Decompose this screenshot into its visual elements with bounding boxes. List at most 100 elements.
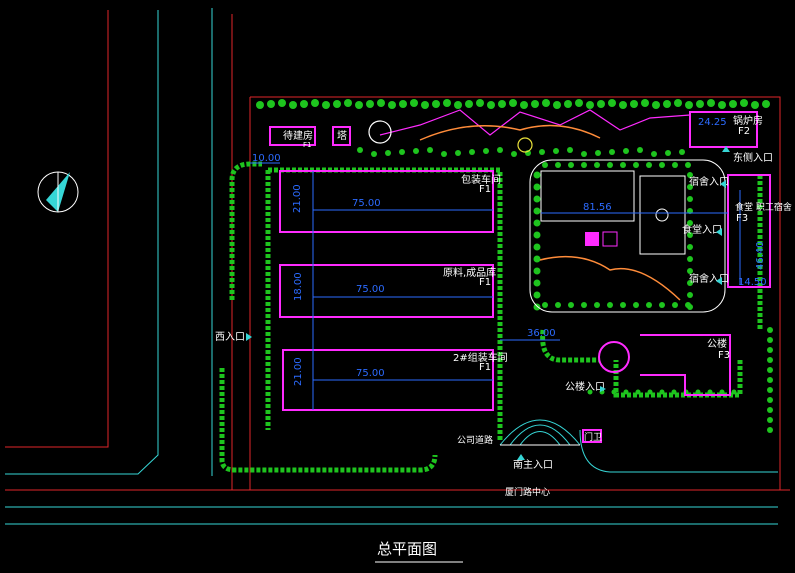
tree-icon xyxy=(427,147,433,153)
tree-icon xyxy=(498,100,506,108)
tree-icon xyxy=(377,99,385,107)
tree-icon xyxy=(533,279,541,287)
guard-room-building xyxy=(269,126,316,146)
tree-icon xyxy=(344,99,352,107)
tree-icon xyxy=(651,151,657,157)
tree-icon xyxy=(767,357,773,363)
tree-icon xyxy=(751,101,759,109)
packaging-workshop-width: 75.00 xyxy=(352,198,381,209)
tower-label: 塔 xyxy=(337,129,347,142)
south-gate-icon xyxy=(499,419,581,446)
tree-icon xyxy=(256,101,264,109)
tree-icon xyxy=(465,100,473,108)
tree-icon xyxy=(564,100,572,108)
tree-icon xyxy=(555,162,561,168)
tree-icon xyxy=(687,256,693,262)
tree-icon xyxy=(687,292,693,298)
tree-icon xyxy=(767,407,773,413)
tree-icon xyxy=(568,302,574,308)
guard-room-label: 待建房 xyxy=(283,129,313,142)
warehouse-width: 75.00 xyxy=(356,284,385,295)
boiler-room-building xyxy=(689,111,758,148)
tree-icon xyxy=(455,150,461,156)
tree-icon xyxy=(767,417,773,423)
tree-icon xyxy=(454,101,462,109)
entrance-office: 公楼入口 xyxy=(565,380,605,393)
tree-icon xyxy=(487,101,495,109)
dormitory-building xyxy=(727,174,771,288)
courtyard xyxy=(529,159,726,313)
tree-icon xyxy=(410,99,418,107)
tree-icon xyxy=(520,101,528,109)
setback-dimension: 10.00 xyxy=(252,153,281,164)
dormitory-depth: 46.40 xyxy=(755,241,766,270)
tree-icon xyxy=(432,100,440,108)
tree-icon xyxy=(608,99,616,107)
tree-icon xyxy=(533,267,541,275)
tree-icon xyxy=(672,302,678,308)
tree-icon xyxy=(623,148,629,154)
tree-icon xyxy=(597,100,605,108)
tree-icon xyxy=(587,389,593,395)
tree-icon xyxy=(533,231,541,239)
tree-icon xyxy=(767,337,773,343)
tree-icon xyxy=(421,101,429,109)
tree-icon xyxy=(539,149,545,155)
boiler-room-floor: F2 xyxy=(738,126,750,137)
tree-icon xyxy=(767,387,773,393)
warehouse-depth: 18.00 xyxy=(293,272,304,301)
tree-icon xyxy=(322,101,330,109)
tree-icon xyxy=(568,162,574,168)
tree-icon xyxy=(762,100,770,108)
tree-icon xyxy=(767,397,773,403)
tree-icon xyxy=(509,99,517,107)
tree-icon xyxy=(511,151,517,157)
tree-icon xyxy=(399,149,405,155)
labels: 待建房 F1 塔 锅炉房 24.25 F2 包装车间 F1 75.00 21.0… xyxy=(215,114,792,563)
greenery-rings xyxy=(219,161,763,473)
tree-icon xyxy=(659,302,665,308)
tree-icon xyxy=(718,101,726,109)
tree-icon xyxy=(586,101,594,109)
tree-icon xyxy=(685,101,693,109)
tree-icon xyxy=(497,147,503,153)
tree-icon xyxy=(687,280,693,286)
tree-icon xyxy=(278,99,286,107)
road-lines xyxy=(5,8,790,525)
page-title: 总平面图 xyxy=(377,540,437,558)
entrance-dorm-2: 宿舍入口 xyxy=(689,272,729,285)
tree-icon xyxy=(533,291,541,299)
entrance-south-main: 南主入口 xyxy=(513,458,553,471)
tree-icon xyxy=(685,302,691,308)
tree-icon xyxy=(646,162,652,168)
packaging-workshop xyxy=(279,170,494,233)
tree-icon xyxy=(542,99,550,107)
assembly-workshop-floor: F1 xyxy=(479,362,491,373)
tree-icon xyxy=(633,162,639,168)
warehouse-floor: F1 xyxy=(479,277,491,288)
tree-icon xyxy=(441,151,447,157)
tree-icon xyxy=(687,244,693,250)
tree-icon xyxy=(289,101,297,109)
tree-icon xyxy=(533,303,541,311)
tree-icon xyxy=(355,101,363,109)
packaging-workshop-floor: F1 xyxy=(479,184,491,195)
tree-icon xyxy=(531,100,539,108)
tree-icon xyxy=(607,302,613,308)
tree-icon xyxy=(311,99,319,107)
tree-icon xyxy=(646,302,652,308)
tree-icon xyxy=(609,149,615,155)
tree-icon xyxy=(607,162,613,168)
office-building xyxy=(640,334,731,396)
tree-icon xyxy=(567,147,573,153)
tree-icon xyxy=(679,149,685,155)
tree-icon xyxy=(665,150,671,156)
warehouse-building xyxy=(279,264,494,318)
office-label: 公楼 xyxy=(707,337,727,350)
dormitory-label: 食堂 职工宿舍 xyxy=(735,201,792,213)
office-floor: F3 xyxy=(718,350,730,361)
tree-icon xyxy=(687,232,693,238)
warehouse-label: 原料,成品库 xyxy=(443,266,496,279)
tree-icon xyxy=(533,171,541,179)
tree-icon xyxy=(385,150,391,156)
